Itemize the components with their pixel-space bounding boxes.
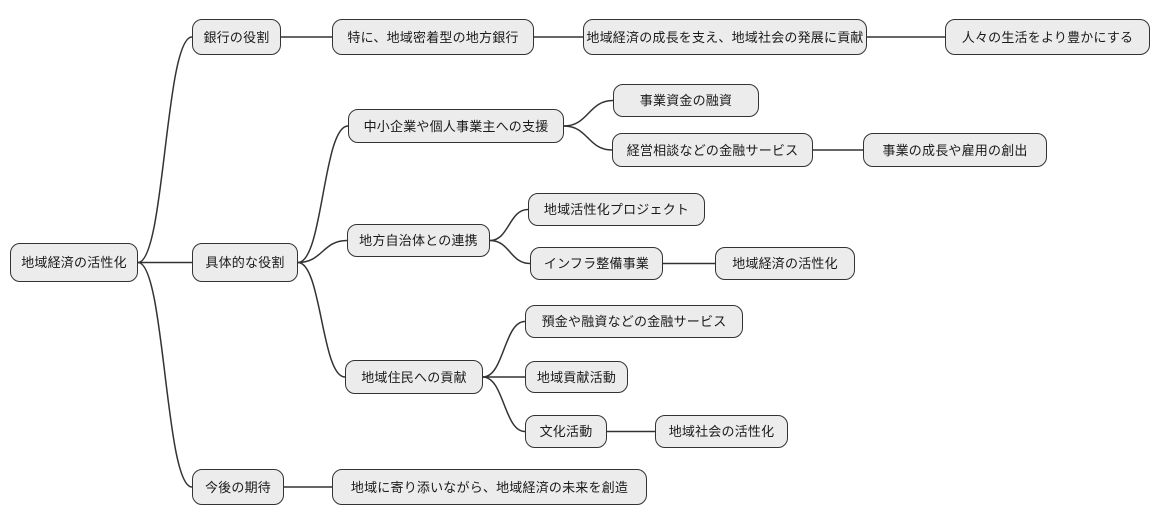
node-bank-life: 人々の生活をより豊かにする (945, 19, 1150, 55)
node-roles: 具体的な役割 (192, 243, 298, 282)
node-bank: 銀行の役割 (192, 19, 281, 55)
node-contrib: 地域貢献活動 (525, 361, 628, 393)
node-sme: 中小企業や個人事業主への支援 (348, 109, 564, 143)
edge-residents-culture (482, 376, 526, 433)
edge-roles-residents (297, 261, 346, 378)
node-hope-create: 地域に寄り添いながら、地域経済の未来を創造 (332, 469, 647, 505)
edge-root-hope (137, 261, 193, 488)
edge-sme-consult (563, 125, 613, 151)
edge-roles-sme (297, 125, 349, 264)
node-deposit: 預金や融資などの金融サービス (525, 305, 743, 338)
node-bank-local: 特に、地域密着型の地方銀行 (332, 19, 534, 55)
node-residents: 地域住民への貢献 (345, 360, 483, 394)
node-root: 地域経済の活性化 (10, 243, 138, 282)
edge-roles-gov (297, 239, 348, 264)
node-gov: 地方自治体との連携 (347, 224, 490, 257)
node-hope: 今後の期待 (192, 469, 284, 505)
node-loan: 事業資金の融資 (613, 84, 759, 117)
node-project: 地域活性化プロジェクト (528, 193, 705, 226)
node-consult: 経営相談などの金融サービス (612, 133, 813, 167)
node-society: 地域社会の活性化 (655, 415, 788, 448)
node-bank-growth: 地域経済の成長を支え、地域社会の発展に貢献 (583, 19, 867, 55)
edge-residents-deposit (482, 320, 526, 378)
node-econ-vital: 地域経済の活性化 (715, 247, 855, 280)
edge-sme-loan (563, 99, 614, 127)
node-growth-jobs: 事業の成長や雇用の創出 (863, 133, 1047, 167)
edge-gov-infra (489, 239, 531, 265)
node-culture: 文化活動 (525, 415, 607, 448)
edge-root-bank (137, 36, 193, 264)
node-infra: インフラ整備事業 (530, 247, 663, 280)
edge-gov-project (489, 208, 529, 242)
